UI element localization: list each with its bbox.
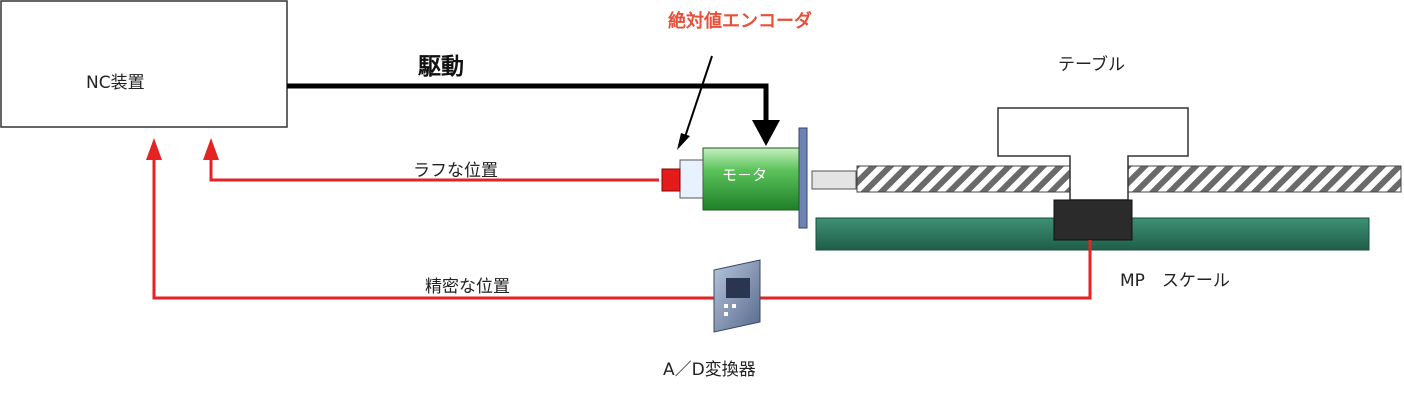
encoder-pointer-line xyxy=(683,55,713,141)
motor-label: モ－タ xyxy=(722,166,768,184)
ballscrew xyxy=(856,165,1402,193)
rough-position-line xyxy=(209,158,659,182)
encoder-pointer-arrowhead xyxy=(677,133,690,150)
precise-position-arrowhead xyxy=(146,138,162,160)
drive-line xyxy=(287,83,769,124)
drive-arrowhead xyxy=(752,120,780,146)
drive-label: 駆動 xyxy=(418,54,464,80)
encoder-body xyxy=(661,168,681,192)
precise-position-line xyxy=(152,158,1092,300)
motor-flange xyxy=(798,127,808,229)
ad-converter-label: A／D変換器 xyxy=(663,360,756,380)
mp-scale-label: MP スケール xyxy=(1120,271,1230,291)
precise-position-label: 精密な位置 xyxy=(425,277,510,297)
rough-position-label: ラフな位置 xyxy=(413,161,498,181)
table-label: テーブル xyxy=(1058,55,1125,75)
encoder-label: 絶対値エンコーダ xyxy=(668,11,812,32)
scale-reading-head xyxy=(1053,199,1133,241)
motor-body xyxy=(702,147,800,211)
motor-shaft xyxy=(811,170,857,190)
rough-position-arrowhead xyxy=(203,138,219,160)
nc-device-box xyxy=(0,0,288,128)
nc-device-label: NC装置 xyxy=(86,73,145,93)
ad-converter-device xyxy=(713,259,761,333)
motor-coupling xyxy=(679,159,704,199)
